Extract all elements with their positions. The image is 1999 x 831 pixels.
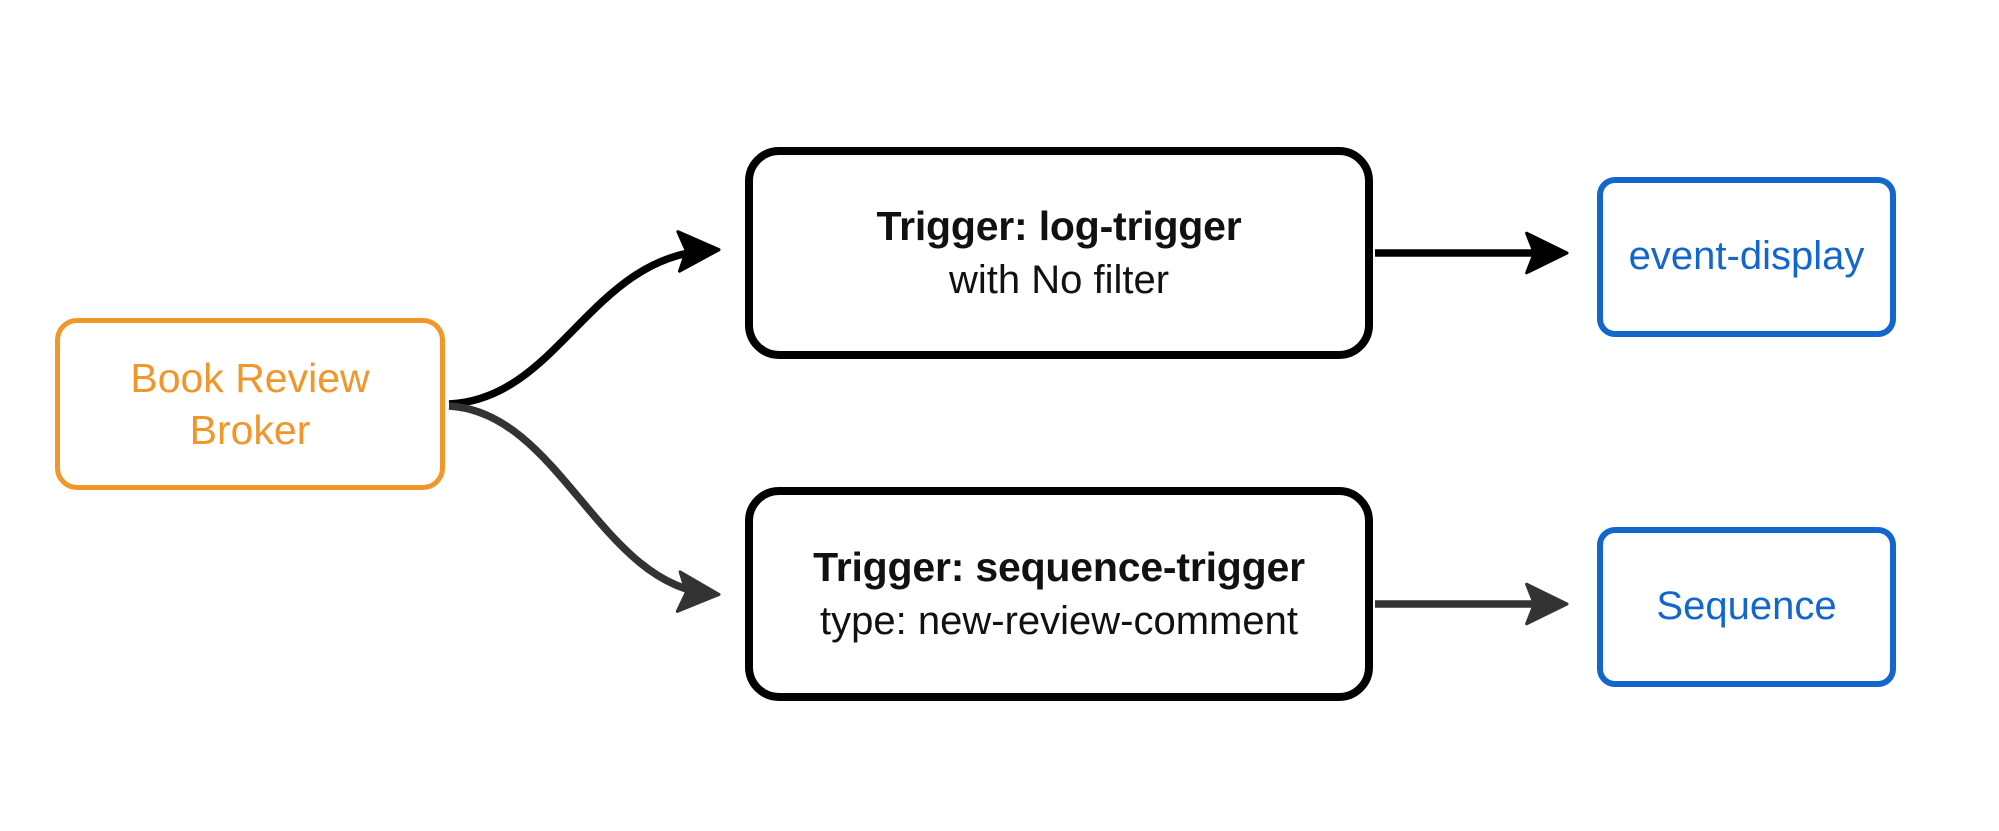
target-event-display-label: event-display bbox=[1628, 234, 1865, 279]
broker-label-line2: Broker bbox=[189, 407, 311, 453]
node-trigger-log-trigger[interactable]: Trigger: log-trigger with No filter bbox=[745, 147, 1373, 359]
target-sequence-label: Sequence bbox=[1656, 584, 1837, 629]
node-target-event-display[interactable]: event-display bbox=[1597, 177, 1896, 337]
edge-broker-to-sequence-trigger bbox=[448, 402, 721, 613]
edge-broker-to-log-trigger bbox=[448, 230, 721, 408]
node-trigger-sequence-trigger[interactable]: Trigger: sequence-trigger type: new-revi… bbox=[745, 487, 1373, 701]
node-target-sequence[interactable]: Sequence bbox=[1597, 527, 1896, 687]
broker-label-line1: Book Review bbox=[130, 354, 370, 401]
trigger-log-subtitle: with No filter bbox=[948, 258, 1170, 303]
trigger-log-title: Trigger: log-trigger bbox=[876, 202, 1242, 249]
trigger-sequence-subtitle: type: new-review-comment bbox=[820, 599, 1298, 644]
node-book-review-broker[interactable]: Book Review Broker bbox=[55, 318, 445, 490]
trigger-sequence-title: Trigger: sequence-trigger bbox=[813, 543, 1305, 590]
